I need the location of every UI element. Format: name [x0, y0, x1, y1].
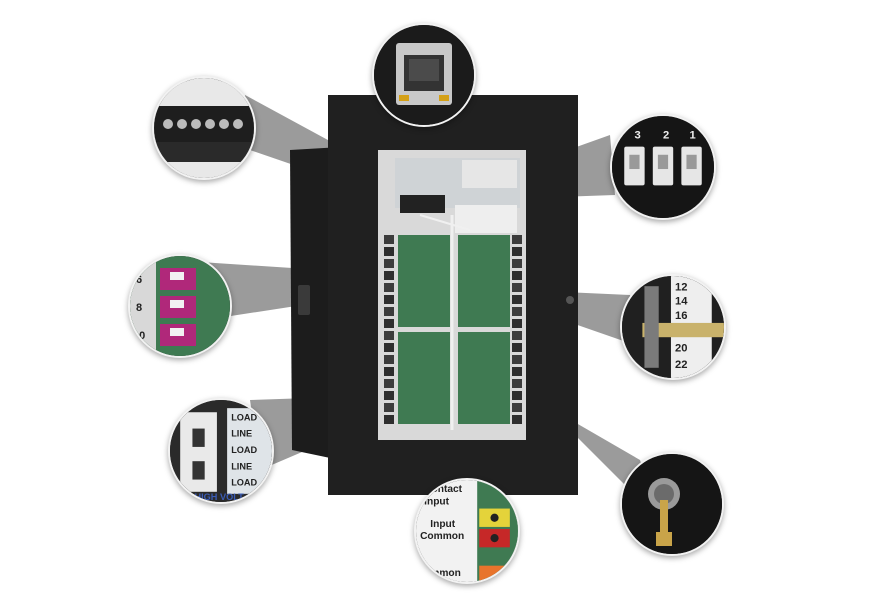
relay-terminal: [512, 367, 522, 376]
relay-card-label-8: 8: [136, 302, 142, 314]
relay-column-right: [512, 235, 522, 424]
relay-terminal: [384, 343, 394, 352]
relay-terminal: [384, 415, 394, 424]
relay-terminal: [384, 247, 394, 256]
brass-bar: [642, 322, 724, 338]
relay-card-label-6: 6: [136, 274, 142, 286]
relay-number-22: 22: [675, 359, 687, 371]
relay-terminal: [512, 415, 522, 424]
relay-number-14: 14: [675, 296, 688, 308]
key-icon: [660, 500, 668, 540]
relay-terminal: [512, 295, 522, 304]
relay-terminal: [512, 259, 522, 268]
relay-boards: [398, 235, 510, 424]
terminal-label-load-1: LOAD: [231, 412, 257, 422]
terminal-label-load-2: LOAD: [231, 445, 257, 455]
high-voltage-label: HIGH VOLT: [194, 492, 244, 502]
relay-terminal: [384, 295, 394, 304]
relay-terminal: [384, 259, 394, 268]
relay-card-callout: 6 8 10: [128, 254, 232, 358]
input-label-input-2: Input: [430, 519, 455, 530]
relay-column-left: [384, 235, 394, 424]
relay-terminal: [512, 343, 522, 352]
door-latch: [298, 285, 310, 315]
relay-terminal: [384, 271, 394, 280]
dip-label-2: 2: [663, 129, 669, 141]
terminal-label-line-2: LINE: [231, 461, 252, 471]
relay-terminal: [384, 283, 394, 292]
input-label-common: Common: [420, 531, 464, 542]
relay-number-12: 12: [675, 281, 687, 293]
dip-label-1: 1: [690, 129, 696, 141]
input-label-contact: Contact: [424, 484, 463, 495]
key-lock-callout: [620, 452, 724, 556]
relay-terminal: [384, 307, 394, 316]
relay-terminal: [512, 331, 522, 340]
dip-switch-icon: [624, 146, 702, 186]
relay-terminal: [512, 247, 522, 256]
relay-terminal: [512, 403, 522, 412]
relay-number-callout: 12 14 16 20 22: [620, 274, 726, 380]
relay-terminal: [512, 235, 522, 244]
terminal-block-callout: [152, 76, 256, 180]
relay-terminal: [384, 379, 394, 388]
relay-terminal: [512, 391, 522, 400]
dip-label-3: 3: [634, 129, 640, 141]
input-label-input-1: Input: [424, 496, 449, 507]
relay-terminal: [512, 379, 522, 388]
relay-terminal: [384, 331, 394, 340]
relay-terminal: [512, 319, 522, 328]
dip-switch-callout: 3 2 1: [610, 114, 716, 220]
input-terminal-callout: Contact Input Input Common mmon: [414, 478, 520, 584]
terminal-label-line-1: LINE: [231, 429, 252, 439]
relay-number-20: 20: [675, 342, 687, 354]
relay-terminal: [384, 235, 394, 244]
relay-terminal: [512, 355, 522, 364]
relay-terminal: [384, 367, 394, 376]
relay-terminal: [512, 271, 522, 280]
switch-toggle-icon: [192, 428, 205, 447]
relay-terminal: [512, 307, 522, 316]
relay-terminal: [384, 391, 394, 400]
relay-terminal: [384, 319, 394, 328]
terminal-label-load-3: LOAD: [231, 478, 257, 488]
relay-terminal: [384, 355, 394, 364]
relay-terminal: [512, 283, 522, 292]
relay-number-16: 16: [675, 310, 687, 322]
relay-terminal: [384, 403, 394, 412]
input-connector-icon: [479, 508, 510, 582]
line-load-callout: LOAD LINE LOAD LINE LOAD HIGH VOLT: [168, 398, 274, 504]
network-port-callout: [372, 23, 476, 127]
input-label-common-2: mmon: [430, 568, 461, 579]
